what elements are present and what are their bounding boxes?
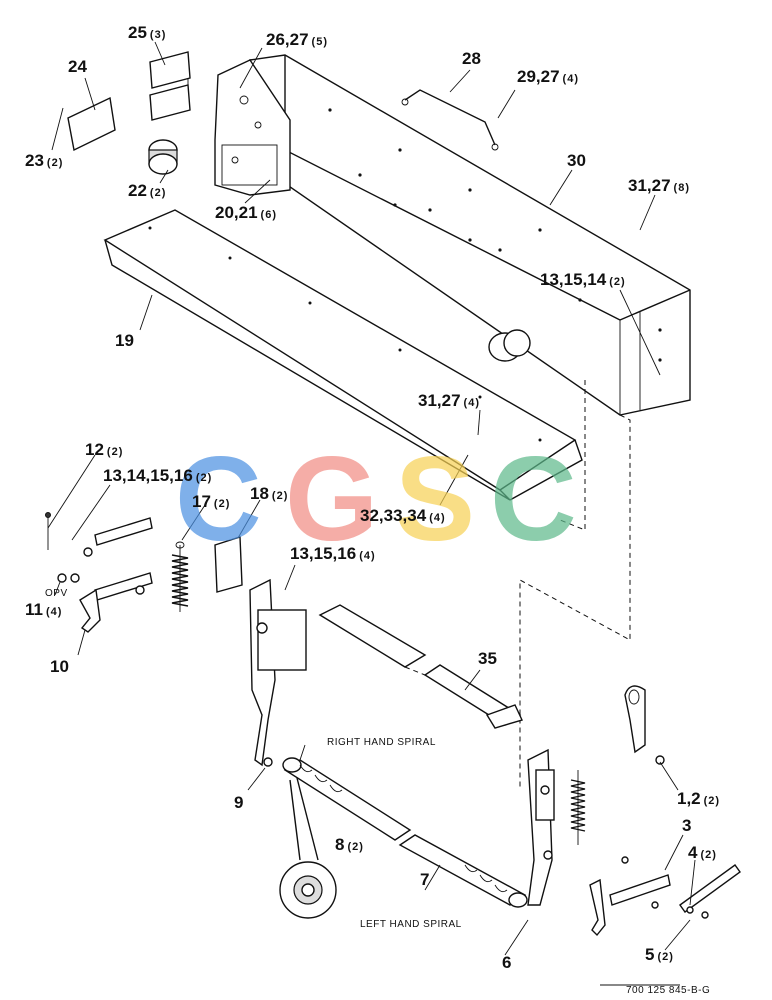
left-hand-spiral-note: LEFT HAND SPIRAL <box>360 919 462 930</box>
callout-32-33-34: 32,33,34(4) <box>360 506 446 525</box>
callout-4: 4(2) <box>688 843 717 862</box>
callout-12: 12(2) <box>85 440 123 459</box>
callout-20-21: 20,21(6) <box>215 203 277 222</box>
callout-23: 23(2) <box>25 151 63 170</box>
callout-25: 25(3) <box>128 23 166 42</box>
callout-13-15-16: 13,15,16(4) <box>290 544 376 563</box>
callout-18: 18(2) <box>250 484 288 503</box>
callout-3: 3 <box>682 816 691 835</box>
bearing-part-8-detail <box>279 777 337 919</box>
callout-35: 35 <box>478 649 497 668</box>
watermark-letter-c: C <box>175 432 262 566</box>
leader-lines <box>47 41 696 986</box>
callout-10: 10 <box>50 657 69 676</box>
cam-part-1 <box>624 685 665 765</box>
bracket-part-18 <box>214 536 243 593</box>
callout-17: 17(2) <box>192 492 230 511</box>
roller-inside-panel <box>488 329 531 362</box>
left-linkage-parts <box>45 512 153 633</box>
watermark-letter-g: G <box>285 432 378 566</box>
callout-30: 30 <box>567 151 586 170</box>
callout-6: 6 <box>502 953 511 972</box>
watermark-letter-c2: C <box>490 432 577 566</box>
callout-13-15-14-upper: 13,15,14(2) <box>540 270 626 289</box>
roller-part-22 <box>148 139 178 175</box>
right-linkage-parts <box>589 856 741 937</box>
callout-28: 28 <box>462 49 481 68</box>
bracket-part-25 <box>149 51 191 121</box>
left-hand-spiral-roller <box>398 834 528 908</box>
callout-1-2: 1,2(2) <box>677 789 720 808</box>
drawing-number: 700 125 845-B-G <box>626 985 710 996</box>
watermark-letter-s: S <box>395 432 475 566</box>
callout-labels: 25(3) 26,27(5) 28 29,27(4) 24 23(2) 22(2… <box>25 23 720 996</box>
alignment-line-mid <box>559 380 586 531</box>
watermark: C G S C <box>175 432 577 566</box>
right-hand-spiral-note: RIGHT HAND SPIRAL <box>327 737 436 748</box>
callout-7: 7 <box>420 870 429 889</box>
callout-24: 24 <box>68 57 87 76</box>
callout-8: 8(2) <box>335 835 364 854</box>
callout-29-27: 29,27(4) <box>517 67 579 86</box>
callout-22: 22(2) <box>128 181 166 200</box>
callout-31-27-upper: 31,27(8) <box>628 176 690 195</box>
right-arm-part-6 <box>527 748 555 906</box>
alignment-line-right <box>519 414 631 790</box>
handle-part-28 <box>401 89 499 151</box>
callout-5: 5(2) <box>645 945 674 964</box>
right-spring <box>570 770 586 845</box>
callout-31-27-lower: 31,27(4) <box>418 391 480 410</box>
callout-9: 9 <box>234 793 243 812</box>
callout-11: 11(4) <box>25 600 62 619</box>
left-end-plate <box>214 59 291 196</box>
tray-part-19 <box>103 209 583 501</box>
callout-19: 19 <box>115 331 134 350</box>
right-hand-spiral-roller <box>282 757 412 841</box>
pad-part-24 <box>67 96 116 152</box>
spring-part-17 <box>171 541 189 612</box>
rod-part-35 <box>318 604 523 729</box>
callout-13-14-15-16: 13,14,15,16(2) <box>103 466 212 485</box>
callout-26-27: 26,27(5) <box>266 30 328 49</box>
left-arm-part-9 <box>249 578 307 767</box>
opv-note: OPV <box>45 588 68 599</box>
